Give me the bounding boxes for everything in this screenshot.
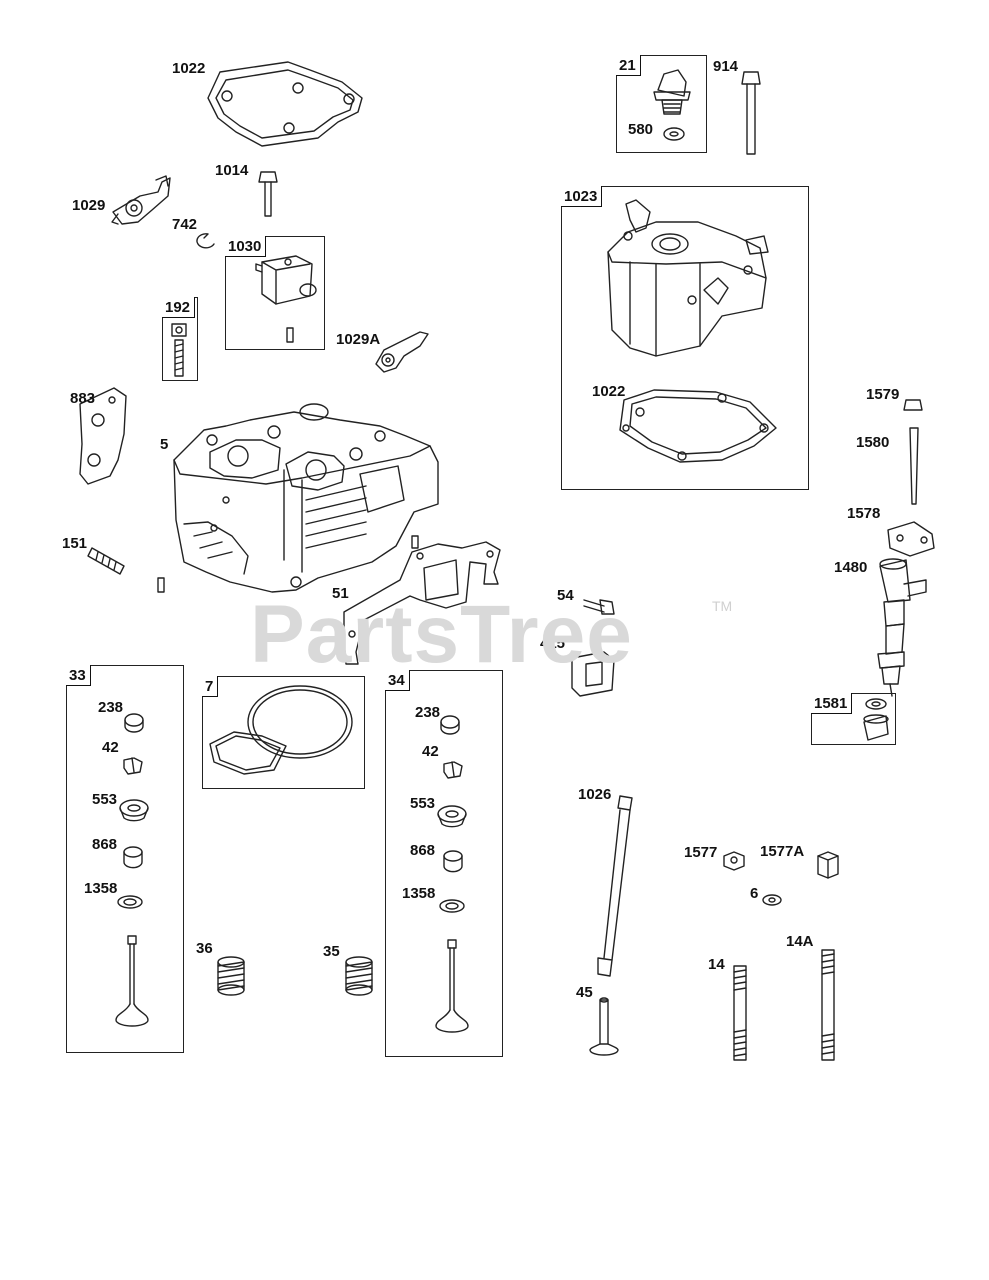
label-1023: 1023 [561, 186, 603, 207]
gasket-1022-top-drawing [207, 61, 363, 147]
group-box-1023 [561, 186, 809, 490]
label-7: 7 [202, 676, 219, 697]
stud-14-drawing [733, 965, 747, 1061]
label-34: 34 [385, 670, 410, 691]
group-box-21 [616, 55, 707, 153]
label-1022-lower: 1022 [592, 383, 626, 400]
label-238-set34: 238 [415, 704, 441, 721]
washer-6-drawing [762, 894, 782, 906]
stud-151-drawing [87, 535, 419, 593]
nut-1577a-drawing [817, 851, 839, 879]
label-14: 14 [708, 956, 725, 973]
watermark-brand: PartsTree [250, 589, 633, 680]
nut-1577-drawing [723, 851, 745, 871]
stud-14a-drawing [821, 949, 835, 1061]
label-580: 580 [628, 121, 654, 138]
label-36: 36 [196, 940, 213, 957]
gaskets-7-drawing [209, 685, 353, 775]
label-42-set33: 42 [102, 739, 119, 756]
label-51: 51 [332, 585, 349, 602]
label-415: 415 [540, 635, 566, 652]
label-14a: 14A [786, 933, 814, 950]
circlip-742-drawing [196, 233, 215, 249]
label-914: 914 [713, 58, 739, 75]
label-5: 5 [160, 436, 169, 453]
valve-set-33-drawing [115, 713, 149, 1027]
rocker-arm-1029-drawing [111, 175, 171, 225]
label-238-set33: 238 [98, 699, 124, 716]
seal-1581-drawing [863, 698, 889, 741]
label-33: 33 [66, 665, 91, 686]
label-1581: 1581 [811, 693, 853, 714]
label-1358-set33: 1358 [84, 880, 118, 897]
label-1029: 1029 [72, 197, 106, 214]
valve-cover-1023-drawing [607, 199, 769, 357]
group-box-33 [66, 665, 184, 1053]
bolt-914-drawing [741, 71, 761, 155]
label-1358-set34: 1358 [402, 885, 436, 902]
label-1030: 1030 [225, 236, 267, 257]
label-1026: 1026 [578, 786, 612, 803]
label-553-set33: 553 [92, 791, 118, 808]
injector-assembly-drawing [877, 399, 935, 697]
label-883: 883 [70, 390, 96, 407]
group-box-1581 [811, 693, 896, 745]
label-868-set33: 868 [92, 836, 118, 853]
valve-set-34-drawing [435, 715, 469, 1033]
label-42-set34: 42 [422, 743, 439, 760]
label-1480: 1480 [834, 559, 868, 576]
rocker-arm-1029a-drawing [375, 331, 429, 373]
spring-35-drawing [345, 956, 373, 996]
label-1022-top: 1022 [172, 60, 206, 77]
gasket-51-drawing [343, 541, 501, 665]
adjuster-192-drawing [171, 323, 187, 377]
label-1029a: 1029A [336, 331, 381, 348]
oil-cap-21-drawing [653, 69, 691, 141]
label-742: 742 [172, 216, 198, 233]
label-192: 192 [162, 297, 196, 318]
gasket-883-drawing [79, 387, 127, 485]
label-45: 45 [576, 984, 593, 1001]
gasket-1022-lower-drawing [619, 389, 777, 463]
label-35: 35 [323, 943, 340, 960]
cylinder-head-5-drawing [173, 403, 439, 593]
tappet-45-drawing [589, 997, 619, 1056]
label-553-set34: 553 [410, 795, 436, 812]
group-box-34 [385, 670, 503, 1057]
label-6: 6 [750, 885, 759, 902]
label-21: 21 [616, 55, 641, 76]
label-1580: 1580 [856, 434, 890, 451]
label-151: 151 [62, 535, 88, 552]
label-1579: 1579 [866, 386, 900, 403]
label-1578: 1578 [847, 505, 881, 522]
group-box-7 [202, 676, 365, 789]
label-54: 54 [557, 587, 574, 604]
bolt-1014-drawing [258, 171, 278, 217]
watermark-trademark: TM [712, 598, 733, 614]
label-1577: 1577 [684, 844, 718, 861]
push-rod-1026-drawing [597, 795, 633, 977]
label-1014: 1014 [215, 162, 249, 179]
guide-415-drawing [571, 651, 615, 697]
spring-36-drawing [217, 956, 245, 996]
rocker-shaft-1030-drawing [255, 255, 317, 343]
label-868-set34: 868 [410, 842, 436, 859]
group-box-1030 [225, 236, 325, 350]
bolt-54-drawing [583, 599, 615, 615]
label-1577a: 1577A [760, 843, 805, 860]
